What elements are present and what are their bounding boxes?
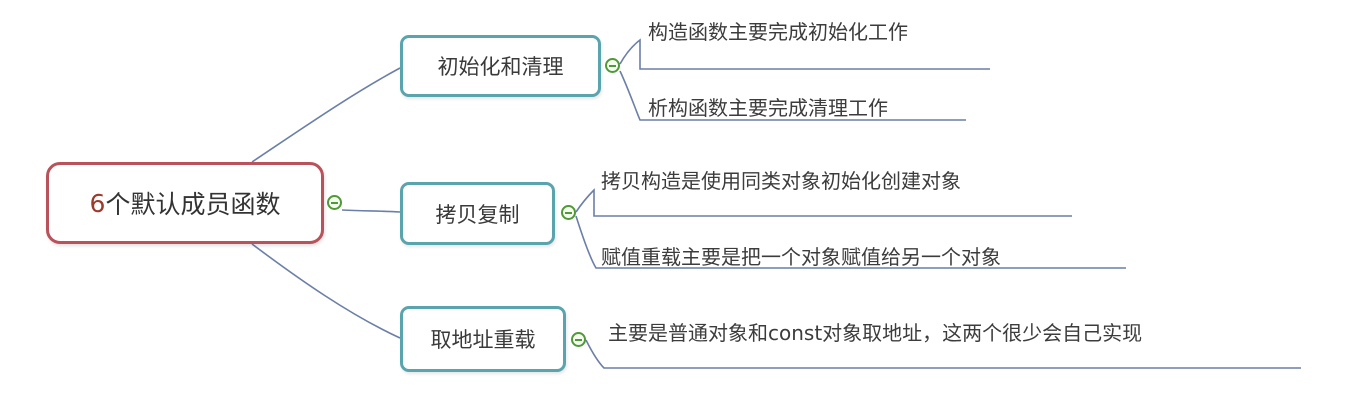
connector-branch-3-leaf-1 — [585, 339, 1301, 369]
collapse-branch-3-icon[interactable] — [571, 332, 586, 347]
connector-branch-2-leaf-2 — [575, 215, 1126, 269]
collapse-branch-1-icon[interactable] — [605, 58, 620, 73]
connector-root-to-branch-2 — [341, 209, 401, 213]
branch-node-address-overload[interactable]: 取地址重载 — [400, 306, 566, 372]
collapse-branch-2-icon[interactable] — [561, 205, 576, 220]
leaf-destructor[interactable]: 析构函数主要完成清理工作 — [648, 96, 888, 120]
branch-node-initialization-cleanup[interactable]: 初始化和清理 — [400, 35, 601, 97]
collapse-root-icon[interactable] — [327, 195, 342, 210]
leaf-copy-constructor[interactable]: 拷贝构造是使用同类对象初始化创建对象 — [601, 169, 961, 193]
connector-root-to-branch-3 — [251, 243, 401, 339]
connector-root-to-branch-1 — [251, 67, 401, 163]
connector-branch-1-leaf-2 — [619, 70, 966, 121]
connector-branch-2-leaf-1 — [575, 188, 1072, 217]
leaf-constructor[interactable]: 构造函数主要完成初始化工作 — [648, 20, 908, 44]
connector-branch-1-leaf-1 — [619, 38, 990, 70]
leaf-address-of-overload[interactable]: 主要是普通对象和const对象取地址，这两个很少会自己实现 — [608, 321, 1143, 345]
root-label-first-char: 6 — [89, 188, 106, 218]
root-label: 个默认成员函数 — [105, 190, 281, 219]
leaf-assignment-overload[interactable]: 赋值重载主要是把一个对象赋值给另一个对象 — [601, 245, 1001, 269]
branch-node-copy[interactable]: 拷贝复制 — [400, 182, 555, 245]
